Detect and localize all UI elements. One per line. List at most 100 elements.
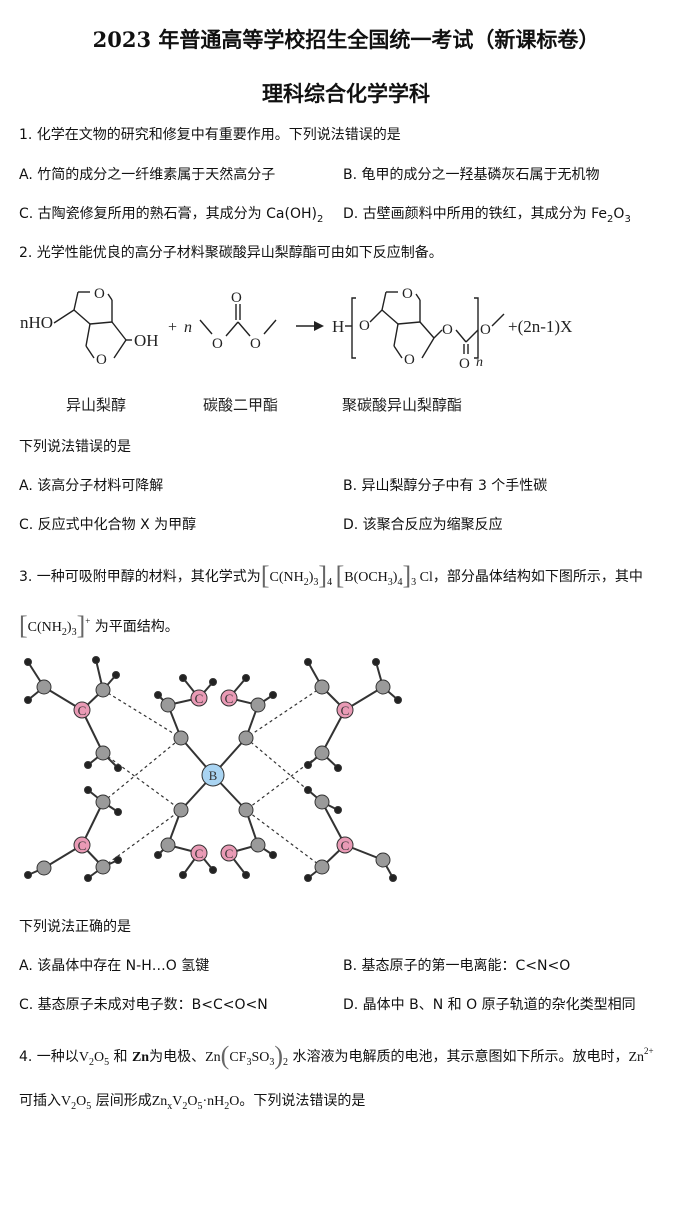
q4-line2-v2o5: V2O5 <box>61 1094 92 1112</box>
hydrogen-atom <box>92 656 100 664</box>
hydrogen-bond <box>245 686 323 739</box>
q2-option-d: D. 该聚合反应为缩聚反应 <box>343 517 503 533</box>
gray-atom <box>375 679 391 695</box>
hydrogen-atom <box>269 691 277 699</box>
q2-option-c: C. 反应式中化合物 X 为甲醇 <box>19 517 197 533</box>
q4-line2-post: 。下列说法错误的是 <box>239 1093 366 1109</box>
formula-part1-sub: 2 <box>303 577 309 588</box>
q4-line2: 可插入V2O5 层间形成ZnxV2O5·nH2O。下列说法错误的是 <box>19 1090 366 1112</box>
hydrogen-atom <box>269 851 277 859</box>
q3-stem: 3. 一种可吸附甲醇的材料，其化学式为[C(NH2)3]4 [B(OCH3)4]… <box>19 558 643 590</box>
q4-mid: 为电极、 <box>149 1049 206 1065</box>
reactant1-prefix: nHO <box>20 313 53 332</box>
hydrogen-atom <box>24 696 32 704</box>
q4-stem: 4. 一种以V2O5 和 Zn为电极、Zn(CF3SO3)2 水溶液为电解质的电… <box>19 1038 654 1070</box>
formula-part2-close: ) <box>392 570 398 585</box>
hydrogen-atom <box>334 764 342 772</box>
gray-atom <box>36 860 52 876</box>
gray-atom <box>173 730 189 746</box>
reaction-scheme: nHO O O OH + n O O O H <box>20 286 572 372</box>
dimethyl-carbonate-structure <box>199 304 277 337</box>
q3-stem-post: ，部分晶体结构如下图所示，其中 <box>432 569 643 585</box>
ester-oxygen-right: O <box>250 336 261 352</box>
label-isosorbide: 异山梨醇 <box>66 396 127 414</box>
hydrogen-atom <box>209 678 217 686</box>
q3-formula: [C(NH2)3]4 [B(OCH3)4]3 Cl <box>260 561 433 590</box>
gray-atom <box>95 859 111 875</box>
carbon-atom <box>73 836 91 854</box>
hydrogen-atom <box>112 671 120 679</box>
q4-line2-pre: 可插入 <box>19 1093 61 1109</box>
gray-atom <box>250 697 266 713</box>
hydrogen-bond <box>102 737 182 803</box>
hydrogen-bond <box>102 689 182 739</box>
gray-atom <box>95 745 111 761</box>
hydrogen-bond <box>245 752 323 811</box>
hydrogen-atom <box>304 786 312 794</box>
carbon-atom <box>220 689 238 707</box>
hydrogen-atom <box>179 871 187 879</box>
q3-stem-pre: 3. 一种可吸附甲醇的材料，其化学式为 <box>19 569 261 585</box>
q3-cation-post: 为平面结构。 <box>94 619 179 635</box>
gray-atom <box>238 730 254 746</box>
carbon-label: C <box>225 691 234 706</box>
carbon-atom <box>190 844 208 862</box>
carbon-label: C <box>195 691 204 706</box>
label-dimethyl-carbonate: 碳酸二甲酯 <box>203 396 279 414</box>
carbon-label: C <box>225 846 234 861</box>
q1-option-c-sub: 2 <box>316 214 324 225</box>
q1-option-c: C. 古陶瓷修复所用的熟石膏，其成分为 Ca(OH)2 <box>19 203 324 225</box>
polymer-structure <box>345 291 505 359</box>
q4-zn: Zn <box>131 1050 150 1065</box>
hydrogen-bond <box>245 809 323 868</box>
hydrogen-atom <box>24 871 32 879</box>
q2-option-a: A. 该高分子材料可降解 <box>19 478 164 494</box>
gray-atom <box>314 859 330 875</box>
carbonyl-oxygen: O <box>231 290 242 306</box>
q4-zn-ion: Zn2+ <box>628 1046 654 1065</box>
gray-atom <box>95 794 111 810</box>
q1-option-d: D. 古壁画颜料中所用的铁红，其成分为 Fe2O3 <box>343 203 631 225</box>
q2-stem: 2. 光学性能优良的高分子材料聚碳酸异山梨醇酯可由如下反应制备。 <box>19 245 443 261</box>
plus-sign: + <box>168 319 177 336</box>
hydrogen-atom <box>114 856 122 864</box>
q1-option-d-sub1: 2 <box>607 214 614 225</box>
q4-v2o5: V2O5 <box>78 1050 110 1068</box>
ring-oxygen-bottom: O <box>96 352 107 368</box>
gray-atom <box>314 794 330 810</box>
q3-option-a: A. 该晶体中存在 N-H…O 氢键 <box>19 958 210 974</box>
hydrogen-atom <box>372 658 380 666</box>
polymer-oxygen-3: O <box>480 322 491 338</box>
hydrogen-atom <box>304 761 312 769</box>
formula-part2-sub3: 3 <box>411 577 417 588</box>
hydrogen-atom <box>242 871 250 879</box>
carbon-atom <box>190 689 208 707</box>
q3-prompt: 下列说法正确的是 <box>19 919 131 935</box>
polymer-carbonyl-o: O <box>459 356 470 372</box>
q1-option-d-o: O <box>613 206 625 222</box>
exam-subtitle: 理科综合化学学科 <box>262 81 430 106</box>
hydrogen-atom <box>84 874 92 882</box>
formula-part1-sub3: 4 <box>327 577 333 588</box>
hydrogen-atom <box>334 806 342 814</box>
carbon-label: C <box>341 703 350 718</box>
formula-part2: B(OCH <box>344 570 388 585</box>
reaction-arrow <box>296 321 324 331</box>
q3-option-b: B. 基态原子的第一电离能：C<N<O <box>343 958 571 974</box>
polymer-oxygen-1: O <box>359 318 370 334</box>
carbon-atom <box>73 701 91 719</box>
hydrogen-atom <box>209 866 217 874</box>
gray-atom <box>238 802 254 818</box>
polymer-ring-o-bottom: O <box>404 352 415 368</box>
cation-close: ) <box>66 620 72 635</box>
gray-atom <box>36 679 52 695</box>
hydrogen-atom <box>304 874 312 882</box>
gray-atom <box>160 697 176 713</box>
q4-and: 和 <box>113 1049 128 1065</box>
hydrogen-atom <box>304 658 312 666</box>
q3-cation-formula: [C(NH2)3]+ <box>19 611 91 640</box>
reactant1-suffix: OH <box>134 331 159 350</box>
gray-atom <box>160 837 176 853</box>
gray-atom <box>314 745 330 761</box>
